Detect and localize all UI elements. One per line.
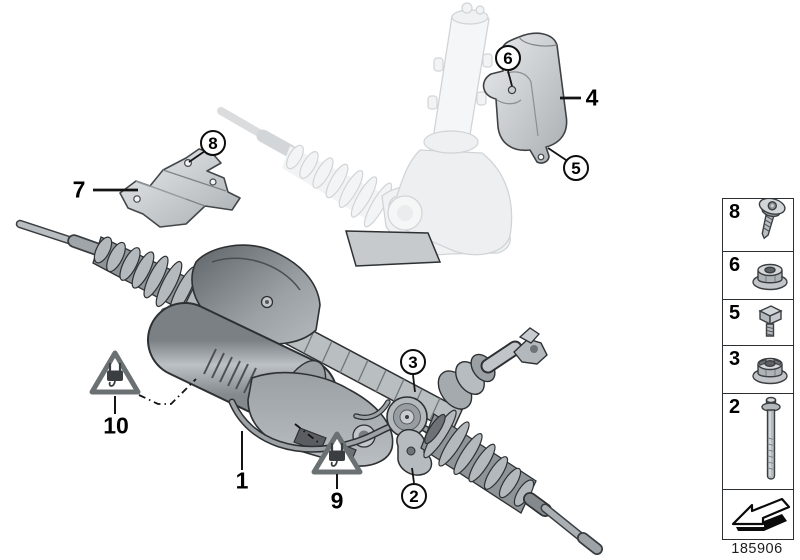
legend-row-5[interactable]: 5 <box>723 300 793 346</box>
legend-number: 2 <box>729 396 741 418</box>
tie-rod-right <box>540 503 603 555</box>
leader-lines <box>93 70 581 489</box>
legend-number: 6 <box>729 254 741 276</box>
callout-label-1[interactable]: 1 <box>235 467 249 494</box>
steering-input-shaft <box>437 327 548 410</box>
callout-circle-3[interactable]: 3 <box>400 349 426 375</box>
electric-plug-icon <box>329 443 345 467</box>
legend-number: 5 <box>729 302 741 324</box>
fastener-legend-table: 8 6 <box>722 198 794 540</box>
self-locking-collar-nut-icon <box>752 357 788 385</box>
callout-circle-2[interactable]: 2 <box>401 483 427 509</box>
callout-circle-6[interactable]: 6 <box>495 45 521 71</box>
pinion-cover-disc <box>386 396 428 438</box>
callout-circle-8[interactable]: 8 <box>200 130 226 156</box>
bellows-right <box>420 409 552 517</box>
direction-of-travel-arrow-icon <box>731 497 790 531</box>
legend-row-3[interactable]: 3 <box>723 346 793 394</box>
legend-number: 8 <box>729 201 741 223</box>
callout-label-4[interactable]: 4 <box>585 84 599 111</box>
callout-label-9[interactable]: 9 <box>330 487 344 514</box>
callout-label-10[interactable]: 10 <box>103 412 129 439</box>
flange-nut-icon <box>752 263 788 291</box>
hex-flange-bolt-icon <box>758 305 783 337</box>
flange-head-screw-icon <box>758 199 786 240</box>
legend-row-6[interactable]: 6 <box>723 252 793 300</box>
heat-shield-left <box>119 148 241 228</box>
steering-gear-assembly <box>15 219 603 555</box>
drawing-number: 185906 <box>731 541 783 557</box>
ghost-steering-gear <box>217 2 513 256</box>
tie-rod-left <box>15 219 109 258</box>
legend-footer-cell[interactable] <box>723 490 793 539</box>
legend-row-8[interactable]: 8 <box>723 199 793 252</box>
callout-label-7[interactable]: 7 <box>72 176 86 203</box>
long-shank-bolt-icon <box>761 396 781 480</box>
legend-row-2[interactable]: 2 <box>723 394 793 490</box>
callout-circle-5[interactable]: 5 <box>563 155 589 181</box>
legend-number: 3 <box>729 348 741 370</box>
warning-triangle-electrical-left <box>89 350 141 395</box>
electric-plug-icon <box>107 363 123 387</box>
warning-triangle-electrical-right <box>311 431 363 475</box>
